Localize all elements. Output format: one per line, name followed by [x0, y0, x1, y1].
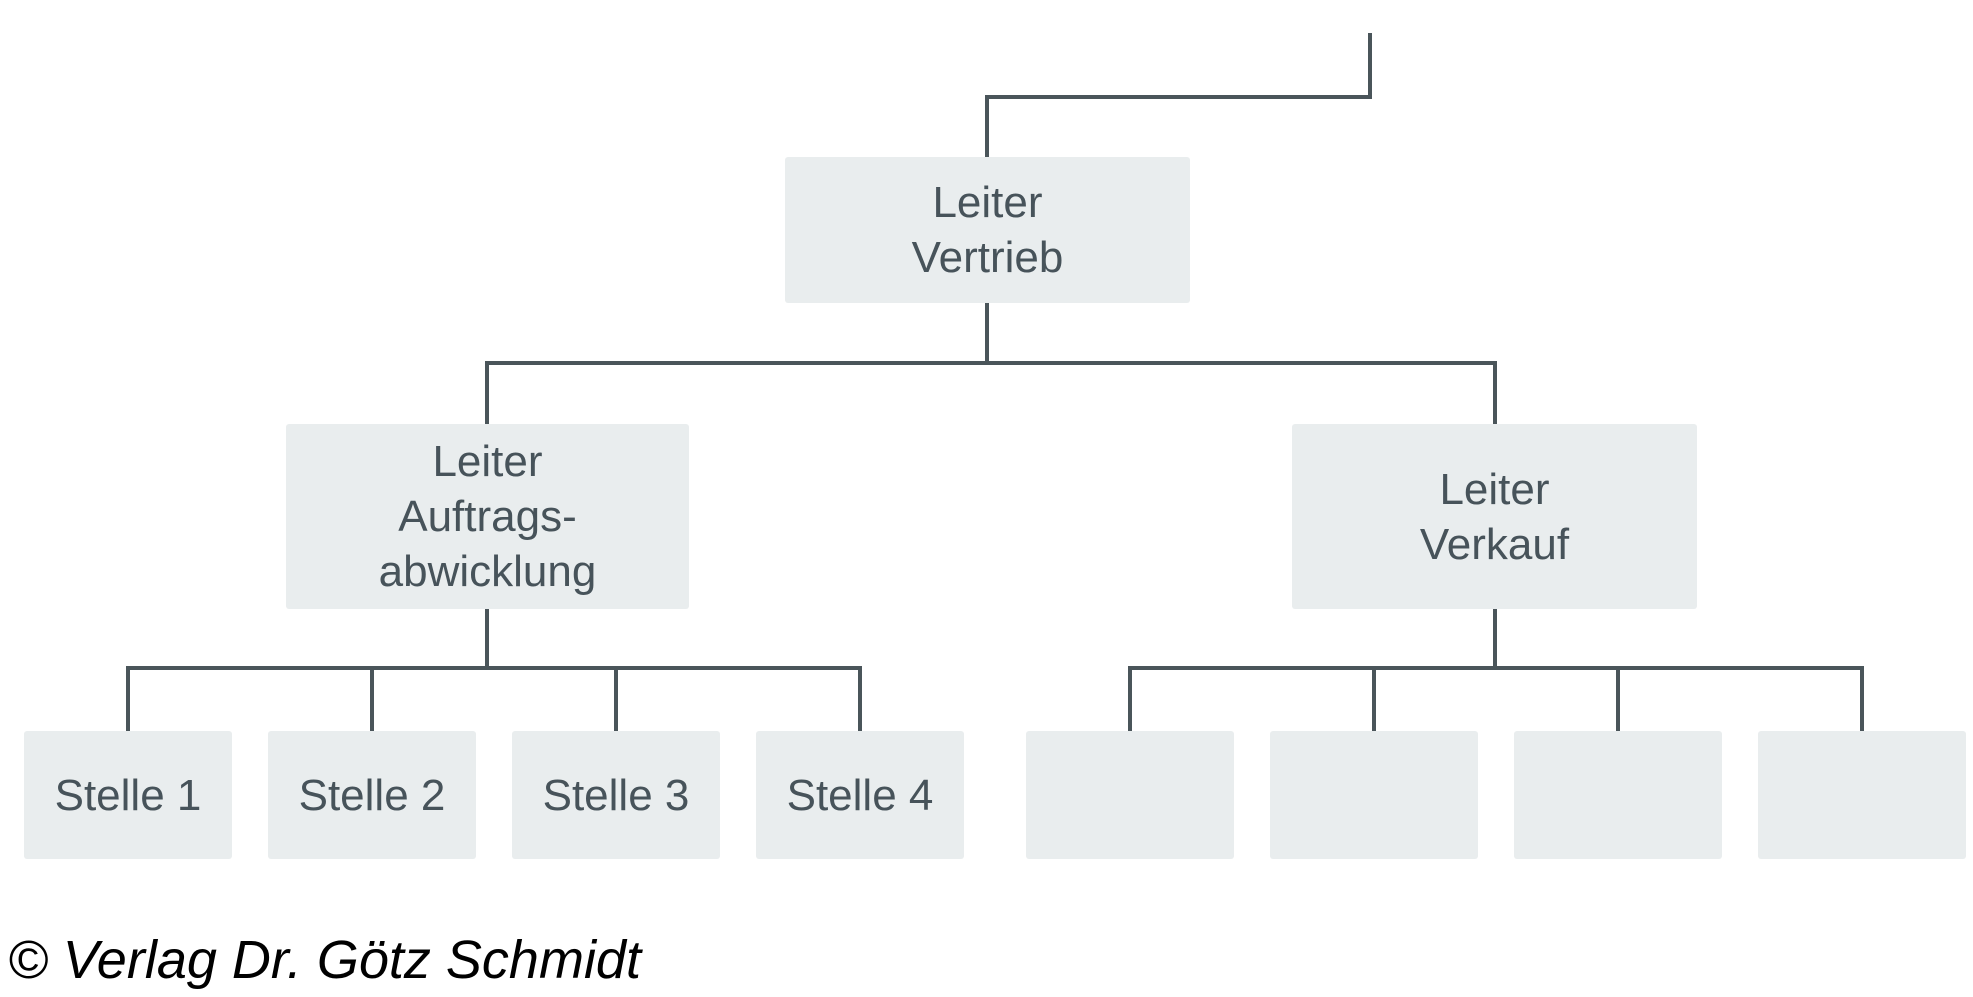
copyright-text: © Verlag Dr. Götz Schmidt [8, 930, 641, 990]
org-node-unlabeled-1 [1026, 731, 1234, 859]
org-node-unlabeled-3 [1514, 731, 1722, 859]
org-node-leiter-verkauf: Leiter Verkauf [1292, 424, 1697, 609]
connector-level2-rail [485, 361, 1497, 424]
org-node-leiter-auftragsabwicklung: Leiter Auftrags- abwicklung [286, 424, 689, 609]
org-node-unlabeled-4 [1758, 731, 1966, 859]
org-node-stelle-4: Stelle 4 [756, 731, 964, 859]
connector-left-rail [126, 666, 862, 733]
org-node-stelle-2: Stelle 2 [268, 731, 476, 859]
connector-incoming [985, 33, 1372, 157]
org-node-stelle-3: Stelle 3 [512, 731, 720, 859]
org-node-stelle-1: Stelle 1 [24, 731, 232, 859]
org-node-leiter-vertrieb: Leiter Vertrieb [785, 157, 1190, 303]
org-node-unlabeled-2 [1270, 731, 1478, 859]
connector-right-rail [1128, 666, 1864, 733]
